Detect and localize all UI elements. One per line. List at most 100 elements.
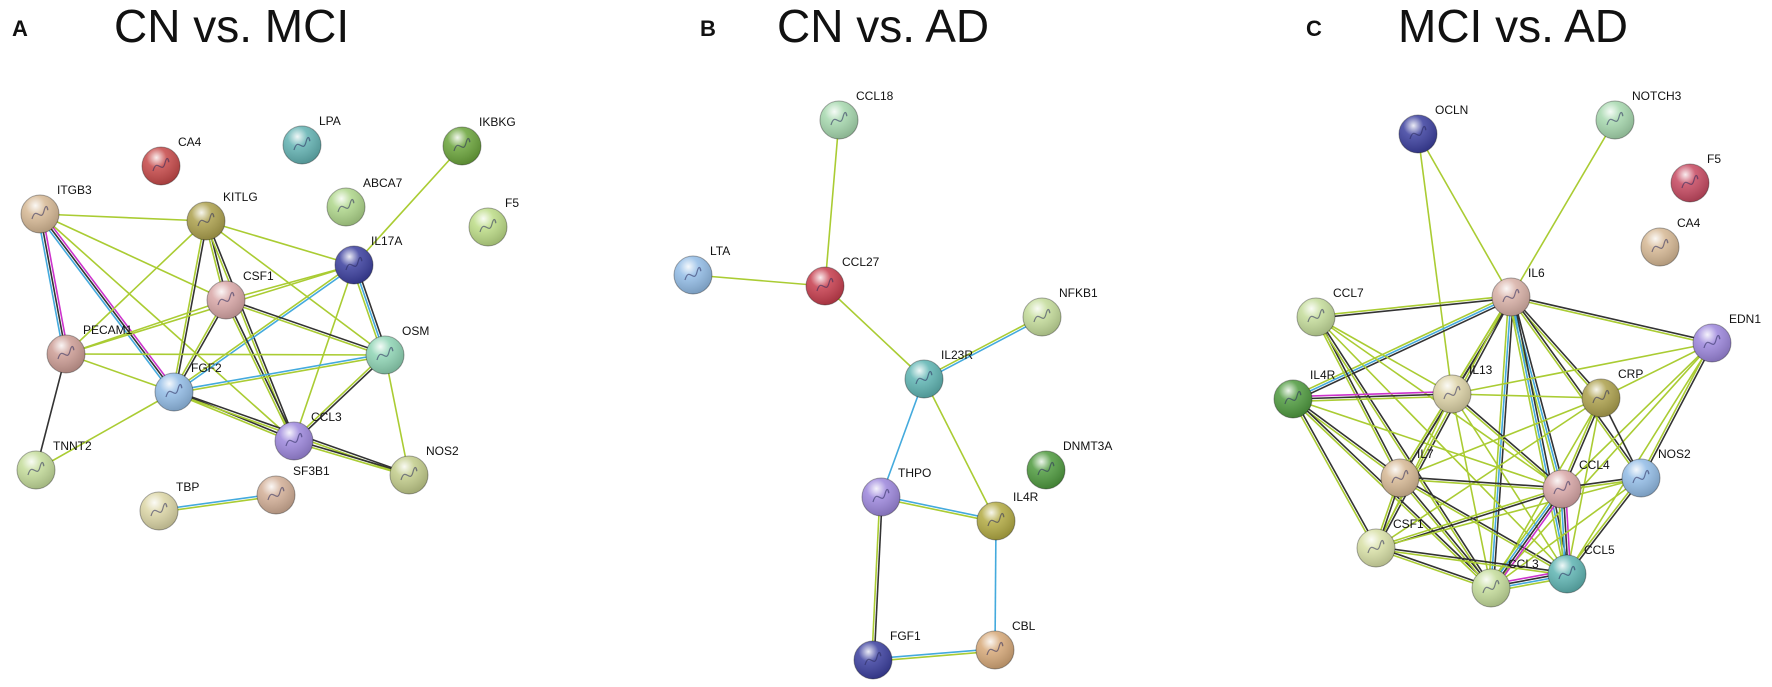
edge-il6-ccl4 [1512,296,1566,489]
edge-ocln-il6 [1417,133,1512,298]
node-label: NFKB1 [1059,286,1098,300]
edge-il6-edn1 [1511,295,1713,343]
edge-thpo-fgf1 [871,496,881,660]
node-b-ccl27: CCL27 [805,255,880,306]
node-label: IL4R [1013,490,1039,504]
node-label: IL13 [1469,363,1493,377]
edge-il4r-cbl [994,520,997,651]
edge-ocln-il13 [1417,133,1453,395]
node-c-csf1: CSF1 [1356,517,1424,568]
edge-il6-ccl3 [1487,296,1510,588]
node-b-nfkb1: NFKB1 [1022,286,1098,337]
node-label: NOS2 [1658,447,1691,461]
node-label: KITLG [223,190,258,204]
node-a-lpa: LPA [282,114,341,165]
edge-csf1-pecam1 [65,299,227,355]
node-label: IL6 [1528,266,1545,280]
node-label: IL17A [371,234,402,248]
protein-structure-icon [267,486,285,501]
node-label: CA4 [1677,216,1701,230]
edge-il6-ccl5 [1510,296,1568,575]
node-label: CSF1 [1393,517,1424,531]
protein-structure-icon [1443,385,1461,400]
edge-il4r-il7 [1293,397,1402,478]
protein-structure-icon [1592,389,1610,404]
edge-nos2-csf1 [1375,477,1642,549]
edge-il17a-ccl3 [293,264,355,442]
edge-il23r-il4r [923,378,997,522]
node-b-thpo: THPO [861,466,931,517]
protein-structure-icon [1367,539,1385,554]
protein-structure-icon [684,266,702,281]
protein-structure-icon [1482,579,1500,594]
protein-structure-icon [987,512,1005,527]
edge-tbp-sf3b1 [158,493,276,511]
edge-itgb3-pecam1 [36,214,65,355]
node-a-ikbkg: IKBKG [442,115,516,166]
edge-ikbkg-il17a [353,145,463,266]
edge-il13-ccl4 [1450,394,1562,491]
edge-nfkb1-il23r [924,317,1043,381]
protein-structure-icon [217,291,235,306]
edge-ccl7-il7 [1314,317,1400,479]
edge-fgf2-osm [174,355,386,394]
node-label: SF3B1 [293,464,330,478]
edge-pecam1-osm [65,353,386,356]
edge-il6-crp [1511,295,1603,398]
node-label: IKBKG [479,115,516,129]
edge-il6-csf1 [1376,297,1513,549]
protein-structure-icon [57,345,75,360]
protein-structure-icon [376,346,394,361]
edge-lta-ccl27 [692,274,826,287]
edge-itgb3-kitlg [39,213,207,222]
node-c-f5: F5 [1670,152,1721,203]
node-c-ca4: CA4 [1640,216,1701,267]
edge-edn1-il13 [1451,342,1713,395]
edge-edn1-nos2 [1641,343,1714,479]
node-b-ccl18: CCL18 [819,89,894,140]
node-c-il13: IL13 [1432,363,1493,414]
edge-il4r-il13 [1292,393,1453,400]
edge-thpo-fgf1 [873,497,883,661]
node-label: FGF2 [191,361,222,375]
edge-pecam1-tnnt2 [35,353,67,471]
edge-il6-ccl7 [1316,297,1512,319]
node-c-ocln: OCLN [1398,103,1468,154]
edge-il6-edn1 [1510,297,1712,345]
panel-b-edges [692,119,1043,662]
edge-ccl4-ccl3 [1491,489,1564,590]
edge-csf1-ccl3 [1376,546,1492,588]
panel-c: C MCI vs. AD OCLNNOTCH3F5CA4IL6CCL7EDN1I… [1273,0,1761,608]
protein-structure-icon [915,370,933,385]
edge-il13-ccl4 [1452,392,1564,489]
edge-kitlg-ccl3 [206,220,296,441]
edge-il7-ccl3 [1398,478,1491,590]
edge-il7-ccl5 [1400,476,1568,574]
node-label: CCL3 [1508,557,1539,571]
edge-notch3-il6 [1510,119,1616,298]
edge-il17a-fgf2 [174,265,356,394]
node-b-fgf1: FGF1 [853,629,921,680]
node-a-osm: OSM [365,324,429,375]
edge-thpo-il4r [880,497,996,523]
node-c-ccl7: CCL7 [1296,286,1364,337]
node-label: NOTCH3 [1632,89,1682,103]
node-label: CA4 [178,135,202,149]
edge-nfkb1-il23r [923,315,1042,379]
panel-b: B CN vs. AD CCL18LTACCL27NFKB1IL23RDNMT3… [673,0,1112,680]
edge-fgf2-osm [173,353,385,392]
edge-crp-csf1 [1375,397,1602,549]
node-b-cbl: CBL [975,619,1036,670]
node-label: F5 [505,196,519,210]
protein-structure-icon [986,641,1004,656]
edge-crp-il7 [1399,397,1602,479]
node-c-il6: IL6 [1491,266,1545,317]
node-a-csf1: CSF1 [206,269,274,320]
edge-il6-il4r [1291,294,1511,398]
edge-ccl27-il23r [824,285,925,380]
protein-structure-icon [337,198,355,213]
node-a-ca4: CA4 [141,135,202,186]
edge-il13-crp [1451,393,1602,399]
edge-csf1-ccl3 [1375,548,1491,590]
